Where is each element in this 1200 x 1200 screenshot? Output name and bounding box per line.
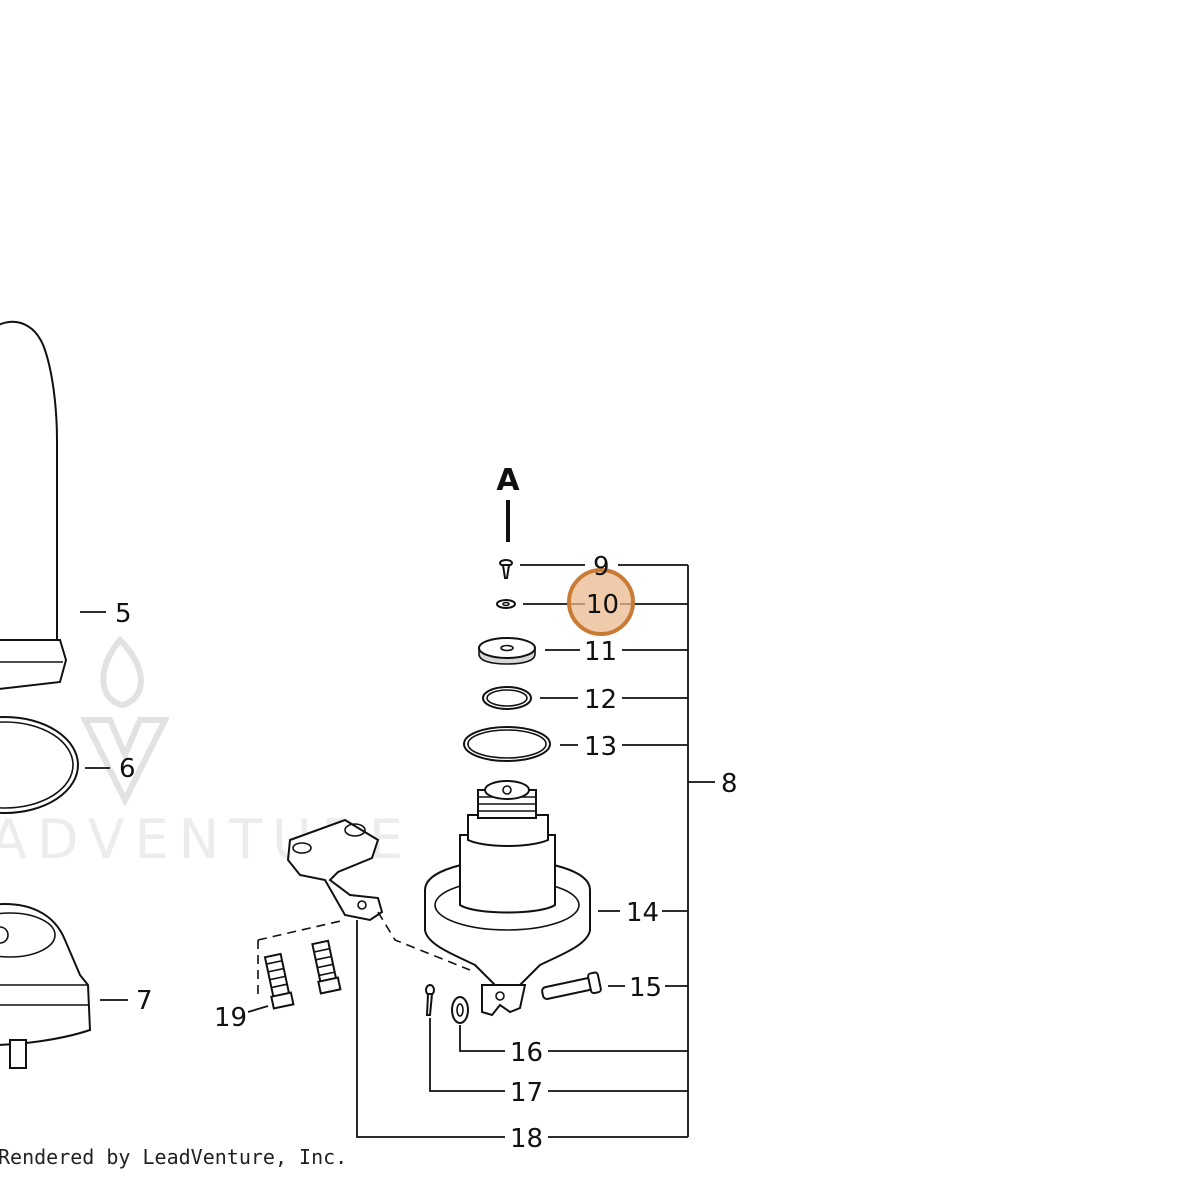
part-9-screw [499, 559, 513, 579]
part-19-bolts [257, 919, 346, 1010]
callout-10[interactable]: 10 [586, 590, 619, 620]
part-10-washer [496, 599, 516, 609]
callout-11[interactable]: 11 [584, 637, 617, 667]
callout-18[interactable]: 18 [510, 1124, 543, 1154]
callout-6[interactable]: 6 [119, 754, 136, 784]
callout-labels: 5 6 7 8 9 10 11 12 13 14 15 16 17 18 19 [115, 552, 738, 1154]
callout-10-highlight [567, 568, 635, 636]
callout-19[interactable]: 19 [214, 1003, 247, 1033]
leader-lines [80, 564, 715, 1138]
callout-7[interactable]: 7 [136, 986, 153, 1016]
callout-13[interactable]: 13 [584, 732, 617, 762]
part-18-lever [286, 818, 471, 971]
part-14-valve-body [424, 780, 591, 1017]
part-5-canister [0, 320, 68, 690]
callout-12[interactable]: 12 [584, 685, 617, 715]
callout-9[interactable]: 9 [593, 552, 610, 582]
callout-16[interactable]: 16 [510, 1038, 543, 1068]
view-marker-a: A [496, 463, 520, 542]
callout-15[interactable]: 15 [629, 973, 662, 1003]
callout-14[interactable]: 14 [626, 898, 659, 928]
callout-17[interactable]: 17 [510, 1078, 543, 1108]
part-13-o-ring [463, 726, 551, 762]
part-7-base [0, 903, 92, 1069]
part-11-disc [478, 637, 536, 665]
part-12-o-ring [482, 686, 532, 710]
part-17-cotter-pin [425, 984, 435, 1016]
footer-credit: Rendered by LeadVenture, Inc. [0, 1145, 347, 1169]
part-16-washer [451, 996, 469, 1024]
view-marker-label: A [496, 463, 520, 498]
callout-5[interactable]: 5 [115, 599, 132, 629]
callout-8[interactable]: 8 [721, 769, 738, 799]
part-15-pin [541, 971, 602, 1000]
part-6-o-ring [0, 716, 79, 814]
